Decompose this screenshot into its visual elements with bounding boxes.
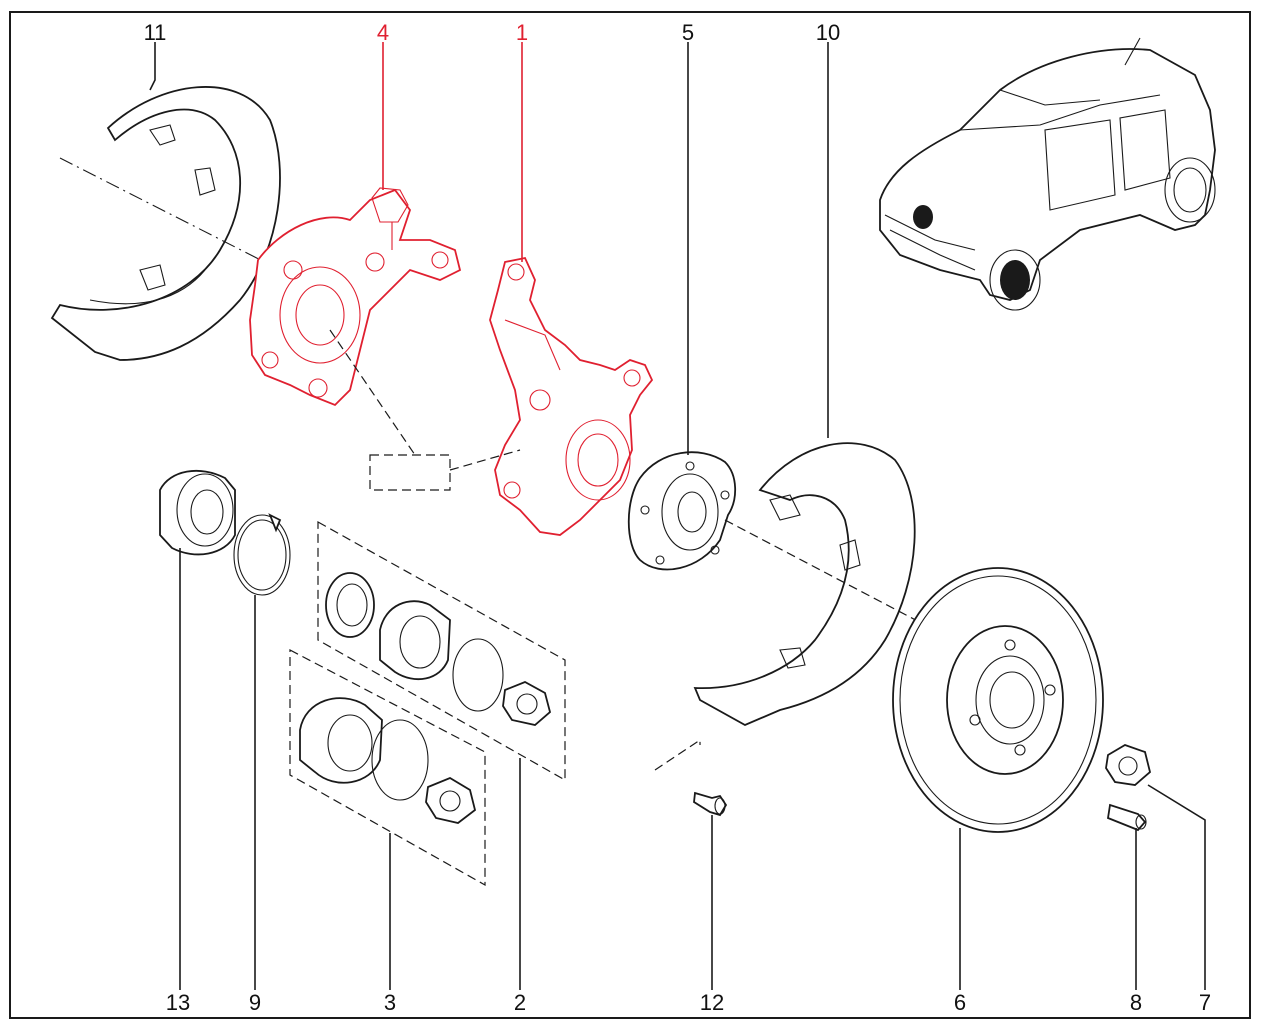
callout-1: 1 bbox=[516, 20, 528, 45]
part-8-guide-bolt bbox=[1107, 803, 1147, 832]
part-9-snap-ring bbox=[233, 513, 291, 596]
dashed-link-1 bbox=[329, 329, 416, 456]
dashed-link-2 bbox=[449, 449, 521, 471]
part-6-brake-disc bbox=[892, 567, 1104, 833]
part-12-screw bbox=[693, 791, 728, 817]
callout-12: 12 bbox=[700, 990, 724, 1015]
part-4-steering-knuckle bbox=[249, 187, 462, 407]
callout-3: 3 bbox=[384, 990, 396, 1015]
callout-13: 13 bbox=[166, 990, 190, 1015]
callout-4: 4 bbox=[377, 20, 389, 45]
part-11-brake-shield bbox=[50, 86, 281, 361]
part-13-wheel-bearing bbox=[159, 469, 236, 556]
part-7-hub-nut bbox=[1105, 744, 1152, 786]
callout-8: 8 bbox=[1130, 990, 1142, 1015]
callout-11: 11 bbox=[144, 20, 167, 45]
callout-5: 5 bbox=[682, 20, 694, 45]
part-3-bearing-kit bbox=[289, 649, 486, 887]
leader-lines bbox=[149, 42, 1206, 990]
part-5-wheel-hub bbox=[627, 451, 737, 571]
part-1-steering-knuckle bbox=[489, 256, 654, 536]
vehicle-location-thumbnail bbox=[879, 37, 1216, 311]
part-10-brake-shield bbox=[693, 442, 916, 727]
dashed-reference-box bbox=[369, 454, 451, 491]
diagram-border bbox=[9, 11, 1251, 1019]
callout-10: 10 bbox=[816, 20, 840, 45]
callout-6: 6 bbox=[954, 990, 966, 1015]
callout-7: 7 bbox=[1199, 990, 1211, 1015]
part-2-bearing-kit bbox=[317, 520, 566, 782]
callout-9: 9 bbox=[249, 990, 261, 1015]
axis-line-left bbox=[59, 157, 301, 281]
dashed-screw-guide bbox=[654, 738, 701, 771]
callout-2: 2 bbox=[514, 990, 526, 1015]
